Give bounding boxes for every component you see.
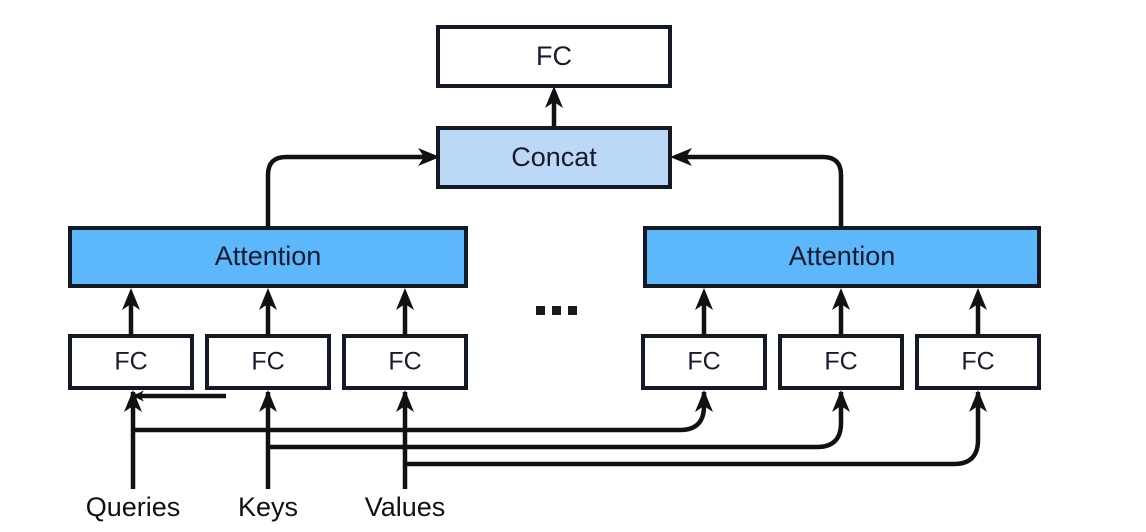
head-left-fc-values-box[interactable] bbox=[342, 334, 468, 390]
arrowheads-to-bottom-fc bbox=[124, 390, 987, 412]
head-right-fc-keys-label: FC bbox=[824, 348, 857, 376]
wire-group-input-bus bbox=[130, 390, 981, 489]
ellipsis-icon bbox=[536, 306, 577, 315]
wire-attention-left-to-concat bbox=[265, 154, 424, 230]
node-head-left-fc-queries[interactable]: FC bbox=[68, 334, 194, 390]
wire-group-concat-to-output-fc bbox=[545, 86, 563, 128]
input-label-queries: Queries bbox=[86, 492, 181, 522]
arrowhead-concat-left bbox=[418, 148, 440, 166]
arrowhead-queries-left bbox=[124, 390, 142, 412]
ellipsis-dot-2 bbox=[552, 306, 561, 315]
attention-left-box[interactable] bbox=[68, 226, 468, 288]
wire-queries-lane bbox=[133, 392, 707, 433]
node-head-right-fc-keys[interactable]: FC bbox=[778, 334, 904, 390]
wire-attention-right-to-concat bbox=[686, 154, 844, 230]
node-head-right-fc-queries[interactable]: FC bbox=[641, 334, 767, 390]
concat-box[interactable] bbox=[436, 126, 672, 189]
head-left-fc-queries-label: FC bbox=[114, 348, 147, 376]
head-left-fc-keys-label: FC bbox=[251, 348, 284, 376]
arrowhead-fc-q-attention-right bbox=[695, 288, 713, 310]
head-right-fc-values-label: FC bbox=[961, 348, 994, 376]
wire-group-left-fc-to-attention bbox=[122, 288, 414, 336]
node-head-right-fc-values[interactable]: FC bbox=[915, 334, 1041, 390]
head-right-fc-queries-label: FC bbox=[687, 348, 720, 376]
arrowhead-fc-v-attention-right bbox=[969, 288, 987, 310]
node-attention-right[interactable]: Attention bbox=[643, 226, 1041, 288]
arrowhead-output-fc bbox=[545, 86, 563, 108]
head-left-fc-values-label: FC bbox=[388, 348, 421, 376]
node-head-left-fc-values[interactable]: FC bbox=[342, 334, 468, 390]
head-left-fc-queries-box[interactable] bbox=[68, 334, 194, 390]
arrowhead-fc-k-attention-right bbox=[832, 288, 850, 310]
wire-group-attention-right-to-concat bbox=[670, 148, 844, 230]
head-left-fc-keys-box[interactable] bbox=[205, 334, 331, 390]
arrowhead-values-right bbox=[969, 390, 987, 412]
output-fc-label: FC bbox=[536, 41, 572, 71]
arrowhead-concat-right bbox=[670, 148, 692, 166]
arrowhead-values-left bbox=[396, 390, 414, 412]
arrowhead-fc-v-attention-left bbox=[396, 288, 414, 310]
node-head-left-fc-keys[interactable]: FC bbox=[205, 334, 331, 390]
arrowhead-keys-left bbox=[259, 390, 277, 412]
head-right-fc-queries-box[interactable] bbox=[641, 334, 767, 390]
arrowhead-keys-right bbox=[832, 390, 850, 412]
node-concat[interactable]: Concat bbox=[436, 126, 672, 189]
arrowhead-fc-k-attention-left bbox=[259, 288, 277, 310]
head-right-fc-keys-box[interactable] bbox=[778, 334, 904, 390]
output-fc-box[interactable] bbox=[436, 25, 672, 88]
attention-right-box[interactable] bbox=[643, 226, 1041, 288]
ellipsis-dot-1 bbox=[536, 306, 545, 315]
arrowhead-queries-right bbox=[695, 390, 713, 412]
ellipsis-dot-3 bbox=[568, 306, 577, 315]
input-label-values: Values bbox=[365, 492, 446, 522]
node-attention-left[interactable]: Attention bbox=[68, 226, 468, 288]
input-label-keys: Keys bbox=[238, 492, 298, 522]
node-output-fc[interactable]: FC bbox=[436, 25, 672, 88]
arrowhead-fc-q-attention-left bbox=[122, 288, 140, 310]
wire-group-attention-left-to-concat bbox=[265, 148, 440, 230]
concat-label: Concat bbox=[511, 142, 597, 172]
wire-keys-lane bbox=[268, 392, 844, 450]
wire-values-lane bbox=[405, 392, 981, 467]
head-right-fc-values-box[interactable] bbox=[915, 334, 1041, 390]
wire-group-right-fc-to-attention bbox=[695, 288, 987, 336]
attention-left-label: Attention bbox=[215, 241, 322, 271]
attention-right-label: Attention bbox=[789, 241, 896, 271]
